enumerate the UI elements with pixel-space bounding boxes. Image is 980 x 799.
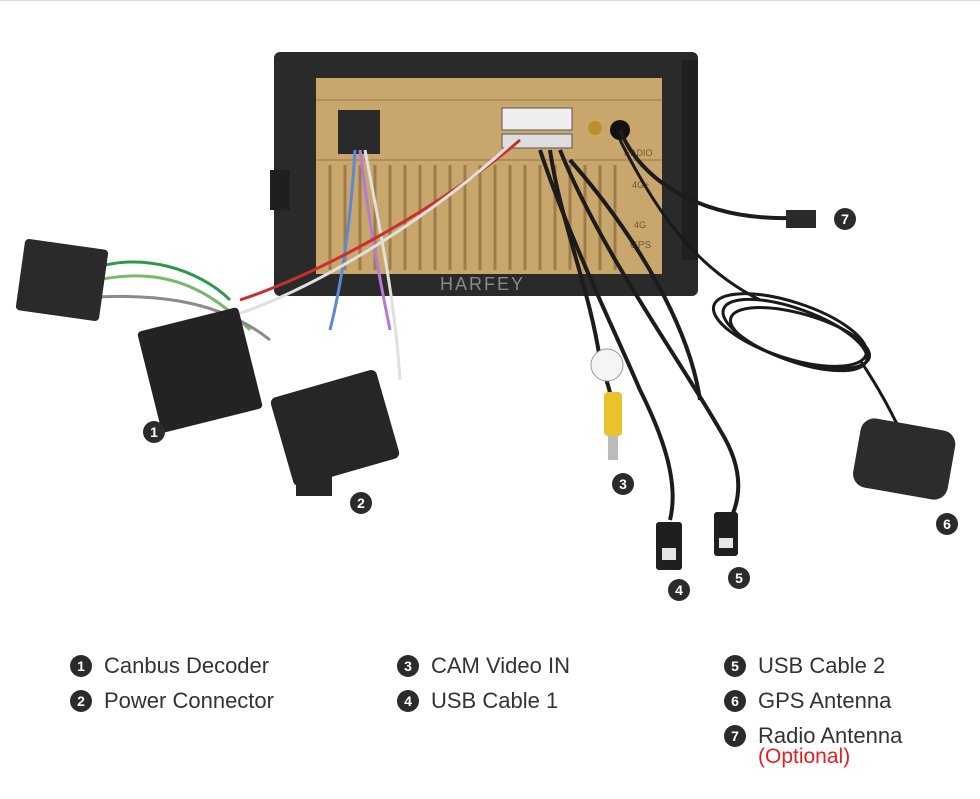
legend-number: 4 — [397, 689, 419, 712]
legend-item-power-connector: 2 Power Connector — [70, 683, 274, 718]
legend-number: 3 — [397, 654, 419, 677]
gps-jack — [588, 121, 602, 135]
gps-antenna-cable — [618, 139, 902, 431]
callout-1: 1 — [143, 421, 165, 443]
legend-column-2: 3 CAM Video IN 4 USB Cable 1 — [397, 648, 570, 718]
watermark: HARFEY — [440, 274, 525, 294]
4g-plus-port-label: 4G+ — [632, 180, 649, 190]
usb-plug-1 — [656, 522, 682, 570]
usb-port-2 — [719, 538, 733, 548]
rca-video-tip — [608, 436, 618, 460]
gps-port-label: GPS — [630, 240, 651, 251]
multi-pin-socket-2 — [501, 133, 573, 149]
legend-column-1: 1 Canbus Decoder 2 Power Connector — [70, 648, 274, 718]
power-connector-block — [270, 370, 400, 486]
power-socket — [338, 110, 380, 154]
legend-number: 6 — [724, 689, 746, 712]
legend-item-usb-cable-1: 4 USB Cable 1 — [397, 683, 570, 718]
legend-item-radio-antenna: 7 Radio Antenna — [724, 718, 902, 753]
legend-label: Radio Antenna — [758, 722, 903, 748]
callout-2: 2 — [350, 492, 372, 514]
radio-antenna-plug — [786, 210, 816, 228]
gold-back-panel — [316, 78, 662, 274]
power-connector-tab — [296, 460, 332, 496]
video-cable-tag — [590, 348, 624, 382]
canbus-decoder-box — [137, 307, 263, 433]
head-unit-side-left — [270, 170, 290, 210]
usb-port-1 — [662, 548, 676, 560]
callout-6: 6 — [936, 513, 958, 535]
legend-number: 1 — [70, 654, 92, 677]
usb-plug-2 — [714, 512, 738, 556]
legend-item-usb-cable-2: 5 USB Cable 2 — [724, 648, 902, 683]
radio-port-label: RADIO — [624, 148, 653, 158]
multi-pin-socket — [501, 107, 573, 131]
legend-label: Canbus Decoder — [104, 652, 270, 678]
quadlock-connector-left — [15, 239, 109, 321]
legend-item-canbus-decoder: 1 Canbus Decoder — [70, 648, 274, 683]
top-divider — [0, 0, 980, 1]
legend-label: USB Cable 1 — [431, 687, 559, 713]
legend-column-3: 5 USB Cable 2 6 GPS Antenna 7 Radio Ante… — [724, 648, 902, 769]
callout-4: 4 — [668, 579, 690, 601]
legend-label: GPS Antenna — [758, 687, 892, 713]
legend-label: CAM Video IN — [431, 652, 570, 678]
legend-item-cam-video-in: 3 CAM Video IN — [397, 648, 570, 683]
callout-5: 5 — [728, 567, 750, 589]
callout-7: 7 — [834, 208, 856, 230]
4g-port-label: 4G — [634, 220, 646, 230]
optional-note: (Optional) — [758, 745, 851, 768]
legend-number: 5 — [724, 654, 746, 677]
legend-label: Power Connector — [104, 687, 274, 713]
legend-item-gps-antenna: 6 GPS Antenna — [724, 683, 902, 718]
legend-label: USB Cable 2 — [758, 652, 886, 678]
legend-number: 2 — [70, 689, 92, 712]
rca-video-plug — [604, 392, 622, 436]
gps-antenna-puck — [853, 418, 956, 500]
callout-3: 3 — [612, 473, 634, 495]
head-unit-side-right — [682, 60, 698, 260]
legend-number: 7 — [724, 724, 746, 747]
product-photo: RADIO 4G+ 4G GPS HARFEY — [15, 52, 956, 570]
